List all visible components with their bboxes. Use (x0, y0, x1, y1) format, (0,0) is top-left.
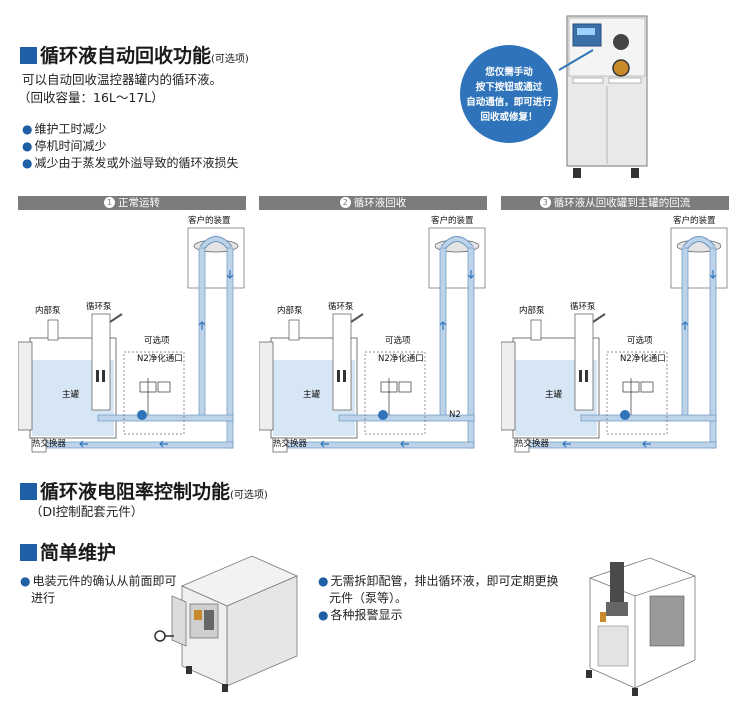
diagram-3-customer-label: 客户的装置 (673, 216, 716, 226)
diagram-3-image (501, 210, 731, 460)
bullet-dot-icon: ● (22, 139, 33, 153)
diagram-2-title: 循环液回收 (353, 197, 407, 209)
bullet-dot-icon: ● (318, 608, 329, 622)
diagram-2-optional-label: 可选项 (385, 336, 411, 346)
callout-line-3: 自动通信，即可进行 (466, 97, 552, 108)
bullet-dot-icon: ● (22, 122, 33, 136)
maintenance-bullet-1-cont: 进行 (31, 591, 56, 605)
section-square-icon (20, 544, 37, 561)
diagram-3-n2-port-label: N2净化通口 (620, 354, 666, 364)
diagram-2-n2-label: N2 (449, 410, 461, 420)
recovery-bullet-1: ●维护工时减少 (22, 122, 107, 136)
recovery-bullet-3: ●减少由于蒸发或外溢导致的循环液损失 (22, 156, 239, 170)
callout-bubble: 您仅需手动 按下按钮或通过 自动通信，即可进行 回收或修复！ (460, 45, 558, 143)
maintenance-bullet-1: ●电装元件的确认从前面即可 (20, 574, 177, 588)
diagram-3-number: 3 (539, 197, 551, 208)
diagram-1-heat-exchanger-label: 热交换器 (32, 439, 67, 449)
diagram-1-n2-port-label: N2净化通口 (137, 354, 183, 364)
recovery-title-note: (可选项) (211, 54, 249, 65)
diagram-2-circ-pump-label: 循环泵 (328, 302, 354, 312)
resistivity-section-title: 循环液电阻率控制功能(可选项) (20, 481, 268, 507)
resistivity-subtitle: （DI控制配套元件） (30, 504, 144, 519)
recovery-section-title: 循环液自动回收功能(可选项) (20, 45, 249, 71)
bullet-dot-icon: ● (318, 574, 329, 588)
diagram-1-main-tank-label: 主罐 (62, 390, 80, 400)
callout-line-2: 按下按钮或通过 (475, 82, 543, 93)
diagram-2-customer-label: 客户的装置 (431, 216, 474, 226)
diagram-2-main-tank-label: 主罐 (303, 390, 321, 400)
recovery-title: 循环液自动回收功能 (40, 45, 212, 67)
callout-line-1: 您仅需手动 (485, 67, 533, 78)
diagram-2-number: 2 (339, 197, 351, 208)
diagram-3-main-tank-label: 主罐 (545, 390, 563, 400)
maintenance-bullet-2-cont: 元件（泵等）。 (329, 591, 408, 605)
diagram-1-image (18, 210, 248, 460)
diagram-3-internal-pump-label: 内部泵 (519, 306, 545, 316)
maintenance-bullet-3: ●各种报警显示 (318, 608, 403, 622)
diagram-2-internal-pump-label: 内部泵 (277, 306, 303, 316)
diagram-1-optional-label: 可选项 (144, 336, 170, 346)
diagram-3-heat-exchanger-label: 热交换器 (515, 439, 550, 449)
resistivity-title: 循环液电阻率控制功能 (40, 481, 231, 503)
diagram-2-heat-exchanger-label: 热交换器 (273, 439, 308, 449)
diagram-3-optional-label: 可选项 (627, 336, 653, 346)
maintenance-title: 简单维护 (40, 542, 117, 564)
diagram-2-n2-port-label: N2净化通口 (378, 354, 424, 364)
diagram-3-circ-pump-label: 循环泵 (570, 302, 596, 312)
bullet-dot-icon: ● (22, 156, 33, 170)
recovery-capacity: （回收容量：16L～17L） (18, 90, 164, 105)
maintenance-bullet-2: ●无需拆卸配管，排出循环液，即可定期更换 (318, 574, 559, 588)
resistivity-title-note: (可选项) (230, 490, 268, 501)
bullet-dot-icon: ● (20, 574, 31, 588)
diagram-1-internal-pump-label: 内部泵 (35, 306, 61, 316)
open-panel-unit-image (154, 555, 298, 692)
diagram-3-title: 循环液从回收罐到主罐的回流 (553, 197, 691, 209)
recovery-bullet-2: ●停机时间减少 (22, 139, 107, 153)
diagram-1-circ-pump-label: 循环泵 (86, 302, 112, 312)
diagram-1-number: 1 (104, 197, 115, 208)
callout-line-4: 回收或修复！ (480, 112, 538, 123)
maintenance-section-title: 简单维护 (20, 542, 116, 564)
chiller-unit-image (558, 15, 648, 178)
diagram-2-image (259, 210, 489, 460)
exposed-pump-unit-image (586, 557, 697, 696)
recovery-description: 可以自动回收温控器罐内的循环液。 (22, 72, 223, 87)
section-square-icon (20, 47, 37, 64)
diagram-1-title: 正常运转 (118, 197, 160, 209)
section-square-icon (20, 483, 37, 500)
diagram-1-customer-label: 客户的装置 (188, 216, 231, 226)
